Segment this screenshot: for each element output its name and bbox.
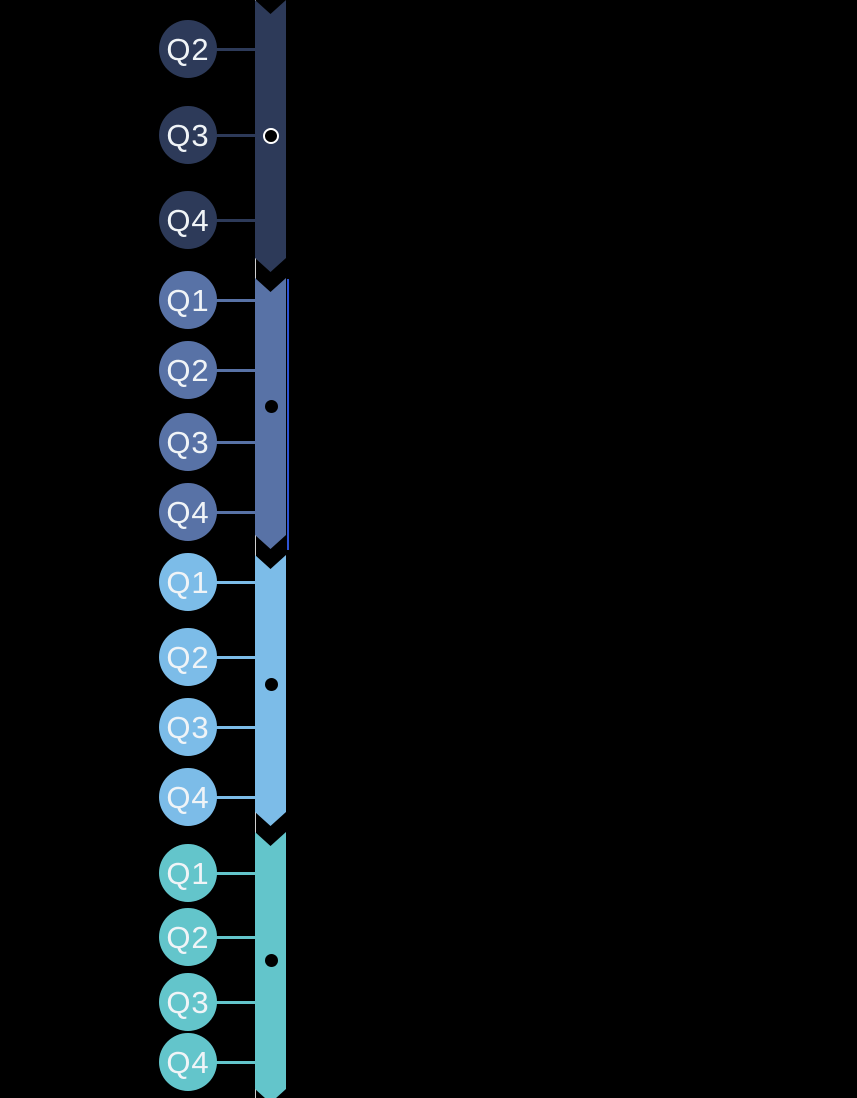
connector-line <box>216 1001 257 1004</box>
milestone-dot-4 <box>264 953 278 967</box>
quarter-badge-q1-4: Q1 <box>159 844 217 902</box>
quarter-badge-q2-1: Q2 <box>159 20 217 78</box>
connector-line <box>216 441 257 444</box>
quarter-badge-q3-2: Q3 <box>159 413 217 471</box>
quarter-badge-q3-4: Q3 <box>159 973 217 1031</box>
quarter-badge-label: Q2 <box>166 352 210 388</box>
quarter-badge-label: Q3 <box>166 424 210 460</box>
quarter-badge-q4-2: Q4 <box>159 483 217 541</box>
quarter-badge-q4-3: Q4 <box>159 768 217 826</box>
quarter-badge-label: Q4 <box>166 779 210 815</box>
connector-line <box>216 219 257 222</box>
milestone-dot-1 <box>262 127 279 144</box>
milestone-dot-3 <box>264 677 278 691</box>
connector-line <box>216 936 257 939</box>
connector-line <box>216 796 257 799</box>
quarter-badge-q2-4: Q2 <box>159 908 217 966</box>
connector-line <box>216 48 257 51</box>
connector-line <box>216 581 257 584</box>
quarter-badge-label: Q4 <box>166 1044 210 1080</box>
quarter-badge-label: Q2 <box>166 639 210 675</box>
quarter-badge-label: Q2 <box>166 919 210 955</box>
connector-line <box>216 369 257 372</box>
quarter-badge-q4-1: Q4 <box>159 191 217 249</box>
connector-line <box>216 656 257 659</box>
quarter-badge-q2-3: Q2 <box>159 628 217 686</box>
quarter-badge-label: Q3 <box>166 709 210 745</box>
quarter-badge-q4-4: Q4 <box>159 1033 217 1091</box>
quarter-badge-label: Q1 <box>166 855 210 891</box>
quarter-badge-q1-3: Q1 <box>159 553 217 611</box>
quarter-badge-q2-2: Q2 <box>159 341 217 399</box>
quarter-badge-label: Q2 <box>166 31 210 67</box>
quarter-badge-label: Q3 <box>166 984 210 1020</box>
year-section-2-ribbon <box>255 278 286 549</box>
quarter-badge-label: Q3 <box>166 117 210 153</box>
timeline-spine-line <box>255 0 256 1098</box>
quarter-badge-q3-3: Q3 <box>159 698 217 756</box>
quarter-badge-q1-2: Q1 <box>159 271 217 329</box>
quarter-badge-label: Q1 <box>166 564 210 600</box>
quarter-badge-label: Q1 <box>166 282 210 318</box>
connector-line <box>216 134 257 137</box>
quarter-badge-label: Q4 <box>166 202 210 238</box>
quarter-badge-q3-1: Q3 <box>159 106 217 164</box>
year-section-3-ribbon <box>255 555 286 826</box>
connector-line <box>216 1061 257 1064</box>
milestone-dot-2 <box>264 399 278 413</box>
connector-line <box>216 726 257 729</box>
connector-line <box>216 299 257 302</box>
connector-line <box>216 511 257 514</box>
quarter-badge-label: Q4 <box>166 494 210 530</box>
year-section-2-edge-highlight <box>287 279 289 550</box>
connector-line <box>216 872 257 875</box>
